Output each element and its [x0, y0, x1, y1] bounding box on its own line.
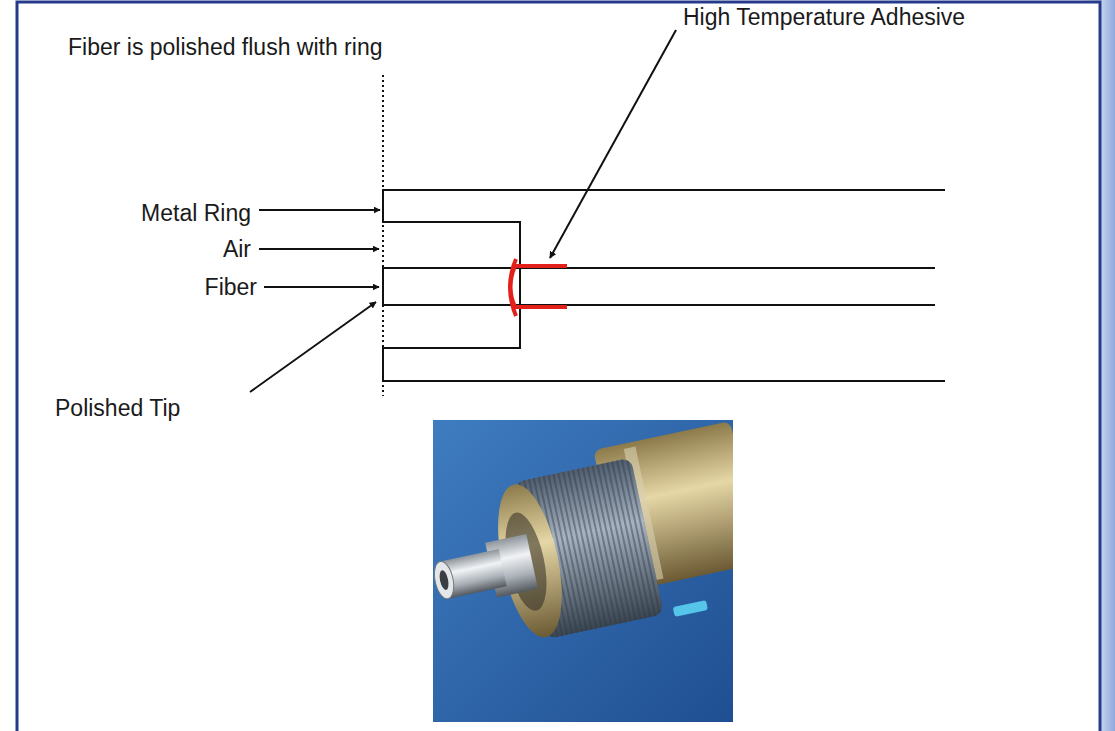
connector-photo: [415, 420, 767, 722]
part-label: High Temperature Adhesive: [683, 4, 965, 30]
leader-arrow: [259, 248, 379, 250]
ferrule-tip: [438, 569, 450, 590]
leader-arrow: [264, 286, 379, 288]
adhesive-mark: [510, 259, 516, 316]
note-label: Fiber is polished flush with ring: [68, 34, 382, 60]
leader-arrow: [550, 30, 676, 258]
fiber-outline: [383, 268, 935, 305]
leader-arrow: [250, 302, 376, 392]
leader-arrow: [259, 209, 380, 211]
metal-ring-outline: [383, 190, 945, 381]
part-label: Metal Ring: [141, 200, 251, 226]
adhesive-mark: [511, 266, 568, 307]
slide-frame: [17, 2, 1100, 731]
part-label: Air: [223, 236, 251, 262]
connector-key: [673, 600, 708, 617]
part-label: Polished Tip: [55, 395, 180, 421]
part-label: Fiber: [205, 274, 257, 300]
ferrule-end: [433, 560, 457, 601]
